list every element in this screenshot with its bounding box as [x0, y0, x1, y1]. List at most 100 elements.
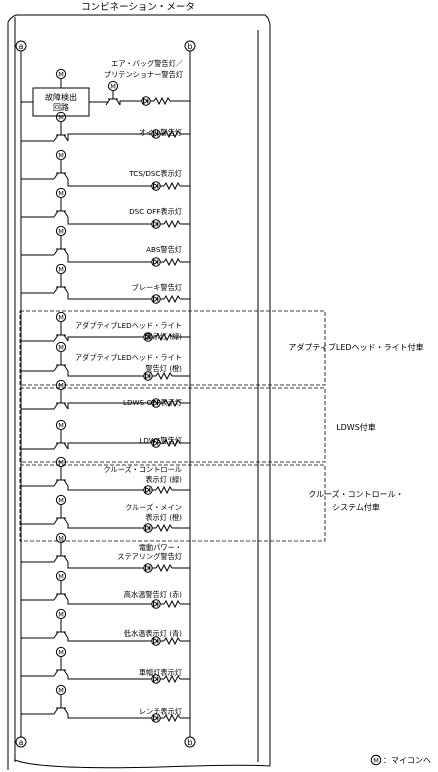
option-group-label-2-0: クルーズ・コントロール・ [308, 489, 403, 499]
row-4-resistor [163, 257, 181, 267]
row-1-wire-to-lamp [67, 133, 152, 141]
row-1-lamp-diode [153, 130, 159, 138]
row-14-lamp-diode [153, 637, 159, 645]
row-9-wire-to-lamp [67, 442, 152, 449]
row-13-resistor [163, 599, 181, 609]
row-12-switch-leg-left [53, 555, 59, 563]
row-15-lamp-diode [153, 675, 159, 683]
row-13-switch-leg-right [63, 593, 69, 601]
row-0-micon-fault-letter: M [58, 71, 64, 79]
row-0-resistor [153, 96, 171, 106]
row-0-switch-leg-right [115, 98, 121, 106]
row-0-micon-letter: M [110, 83, 116, 91]
row-2-lamp-diode [153, 182, 159, 190]
row-13-switch-leg-left [53, 593, 59, 601]
row-6-micon-letter: M [58, 314, 64, 322]
row-8-switch-leg-right [63, 402, 69, 410]
row-8-label-0: LDWS OFF表示灯 [123, 398, 182, 407]
row-5-switch-leg-right [63, 286, 69, 294]
row-8-resistor [163, 398, 181, 408]
row-6-lamp-diode [145, 333, 151, 341]
row-10-micon-letter: M [58, 459, 64, 467]
row-14-label-0: 低水温表示灯 (青) [124, 629, 182, 638]
row-6-resistor [155, 332, 173, 342]
row-4-micon-letter: M [58, 228, 64, 236]
diagram-title: コンビネーション・メータ [81, 2, 195, 13]
row-10-label-0: クルーズ・コントロール [104, 465, 183, 474]
row-10-lamp-diode [145, 486, 151, 494]
row-12-resistor [155, 563, 173, 573]
option-group-box-2 [19, 464, 326, 542]
row-2-switch-leg-right [63, 172, 69, 180]
row-7-switch-leg-left [53, 364, 59, 372]
row-2-label-0: TCS/DSC表示灯 [128, 169, 182, 178]
row-13-lamp-diode [153, 600, 159, 608]
row-0-lamp-diode [143, 97, 149, 105]
row-5-micon-letter: M [58, 266, 64, 274]
row-0-micon-fault-circle [55, 68, 67, 80]
row-16-switch-leg-right [63, 707, 69, 715]
row-9-micon-letter: M [58, 422, 64, 430]
node-b-bottom-label: b [187, 738, 192, 747]
row-14-switch-leg-right [63, 631, 69, 639]
node-b-top-label: b [187, 42, 192, 51]
fault-box-line-1: 回路 [53, 102, 69, 112]
row-16-switch-leg-left [53, 707, 59, 715]
row-1-resistor [163, 129, 181, 139]
row-3-lamp-diode [153, 220, 159, 228]
row-14-wire-to-lamp [67, 638, 152, 642]
row-14-resistor [163, 636, 181, 646]
option-group-box-0 [19, 310, 326, 386]
row-9-switch-leg-left [53, 442, 59, 450]
row-8-switch-leg-left [53, 402, 59, 410]
row-14-micon-letter: M [58, 611, 64, 619]
row-6-switch-leg-left [53, 334, 59, 342]
row-7-label-0: アダプティブLEDヘッド・ライト [75, 353, 182, 362]
row-4-lamp-diode [153, 258, 159, 266]
legend-micon-circle [370, 754, 382, 766]
row-12-micon-letter: M [58, 535, 64, 543]
row-15-switch-leg-right [63, 669, 69, 677]
row-3-resistor [163, 219, 181, 229]
node-b-bottom-circle [184, 736, 196, 748]
row-3-micon-letter: M [58, 190, 64, 198]
row-15-label-0: 車幅灯表示灯 [139, 668, 182, 677]
row-0-label-0: エア・バッグ警告灯／ [111, 59, 183, 68]
row-16-lamp-diode [153, 714, 159, 722]
row-7-switch-leg-right [63, 364, 69, 372]
row-15-switch-leg-left [53, 669, 59, 677]
row-11-switch-leg-left [53, 517, 59, 525]
option-group-label-0-0: アダプティブLEDヘッド・ライト付車 [288, 342, 423, 352]
row-16-label-0: レンチ表示灯 [139, 707, 182, 716]
fault-box-line-0: 故障検出 [45, 92, 77, 102]
row-12-label-0: 電動パワー・ [139, 543, 182, 552]
node-a-top-circle [15, 40, 27, 52]
row-2-wire-to-lamp [67, 179, 152, 187]
row-4-wire-to-lamp [67, 255, 152, 263]
row-6-switch-leg-right [63, 334, 69, 342]
row-9-label-0: LDWS警告灯 [139, 436, 182, 445]
option-group-label-1-0: LDWS付車 [336, 422, 376, 432]
row-5-wire-to-lamp [67, 293, 152, 300]
row-8-micon-letter: M [58, 382, 64, 390]
row-10-wire-to-lamp [67, 486, 144, 491]
node-b-top-circle [184, 40, 196, 52]
row-8-lamp-diode [153, 399, 159, 407]
row-10-label-1: 表示灯 (緑) [145, 475, 182, 484]
row-13-wire-to-lamp [67, 600, 152, 605]
row-15-wire-to-lamp [67, 676, 152, 680]
row-5-switch-leg-left [53, 286, 59, 294]
frame-bottom-edge [14, 759, 271, 769]
row-12-label-1: ステアリング警告灯 [117, 552, 182, 561]
row-8-wire-to-lamp [67, 402, 152, 409]
meter-frame [7, 14, 271, 770]
row-16-micon-letter: M [58, 687, 64, 695]
node-a-top-label: a [19, 42, 24, 51]
row-14-switch-leg-left [53, 631, 59, 639]
row-3-wire-to-lamp [67, 217, 152, 225]
row-3-switch-leg-right [63, 210, 69, 218]
row-0-label-1: プリテンショナー警告灯 [104, 70, 183, 79]
row-4-micon-circle [55, 225, 67, 237]
